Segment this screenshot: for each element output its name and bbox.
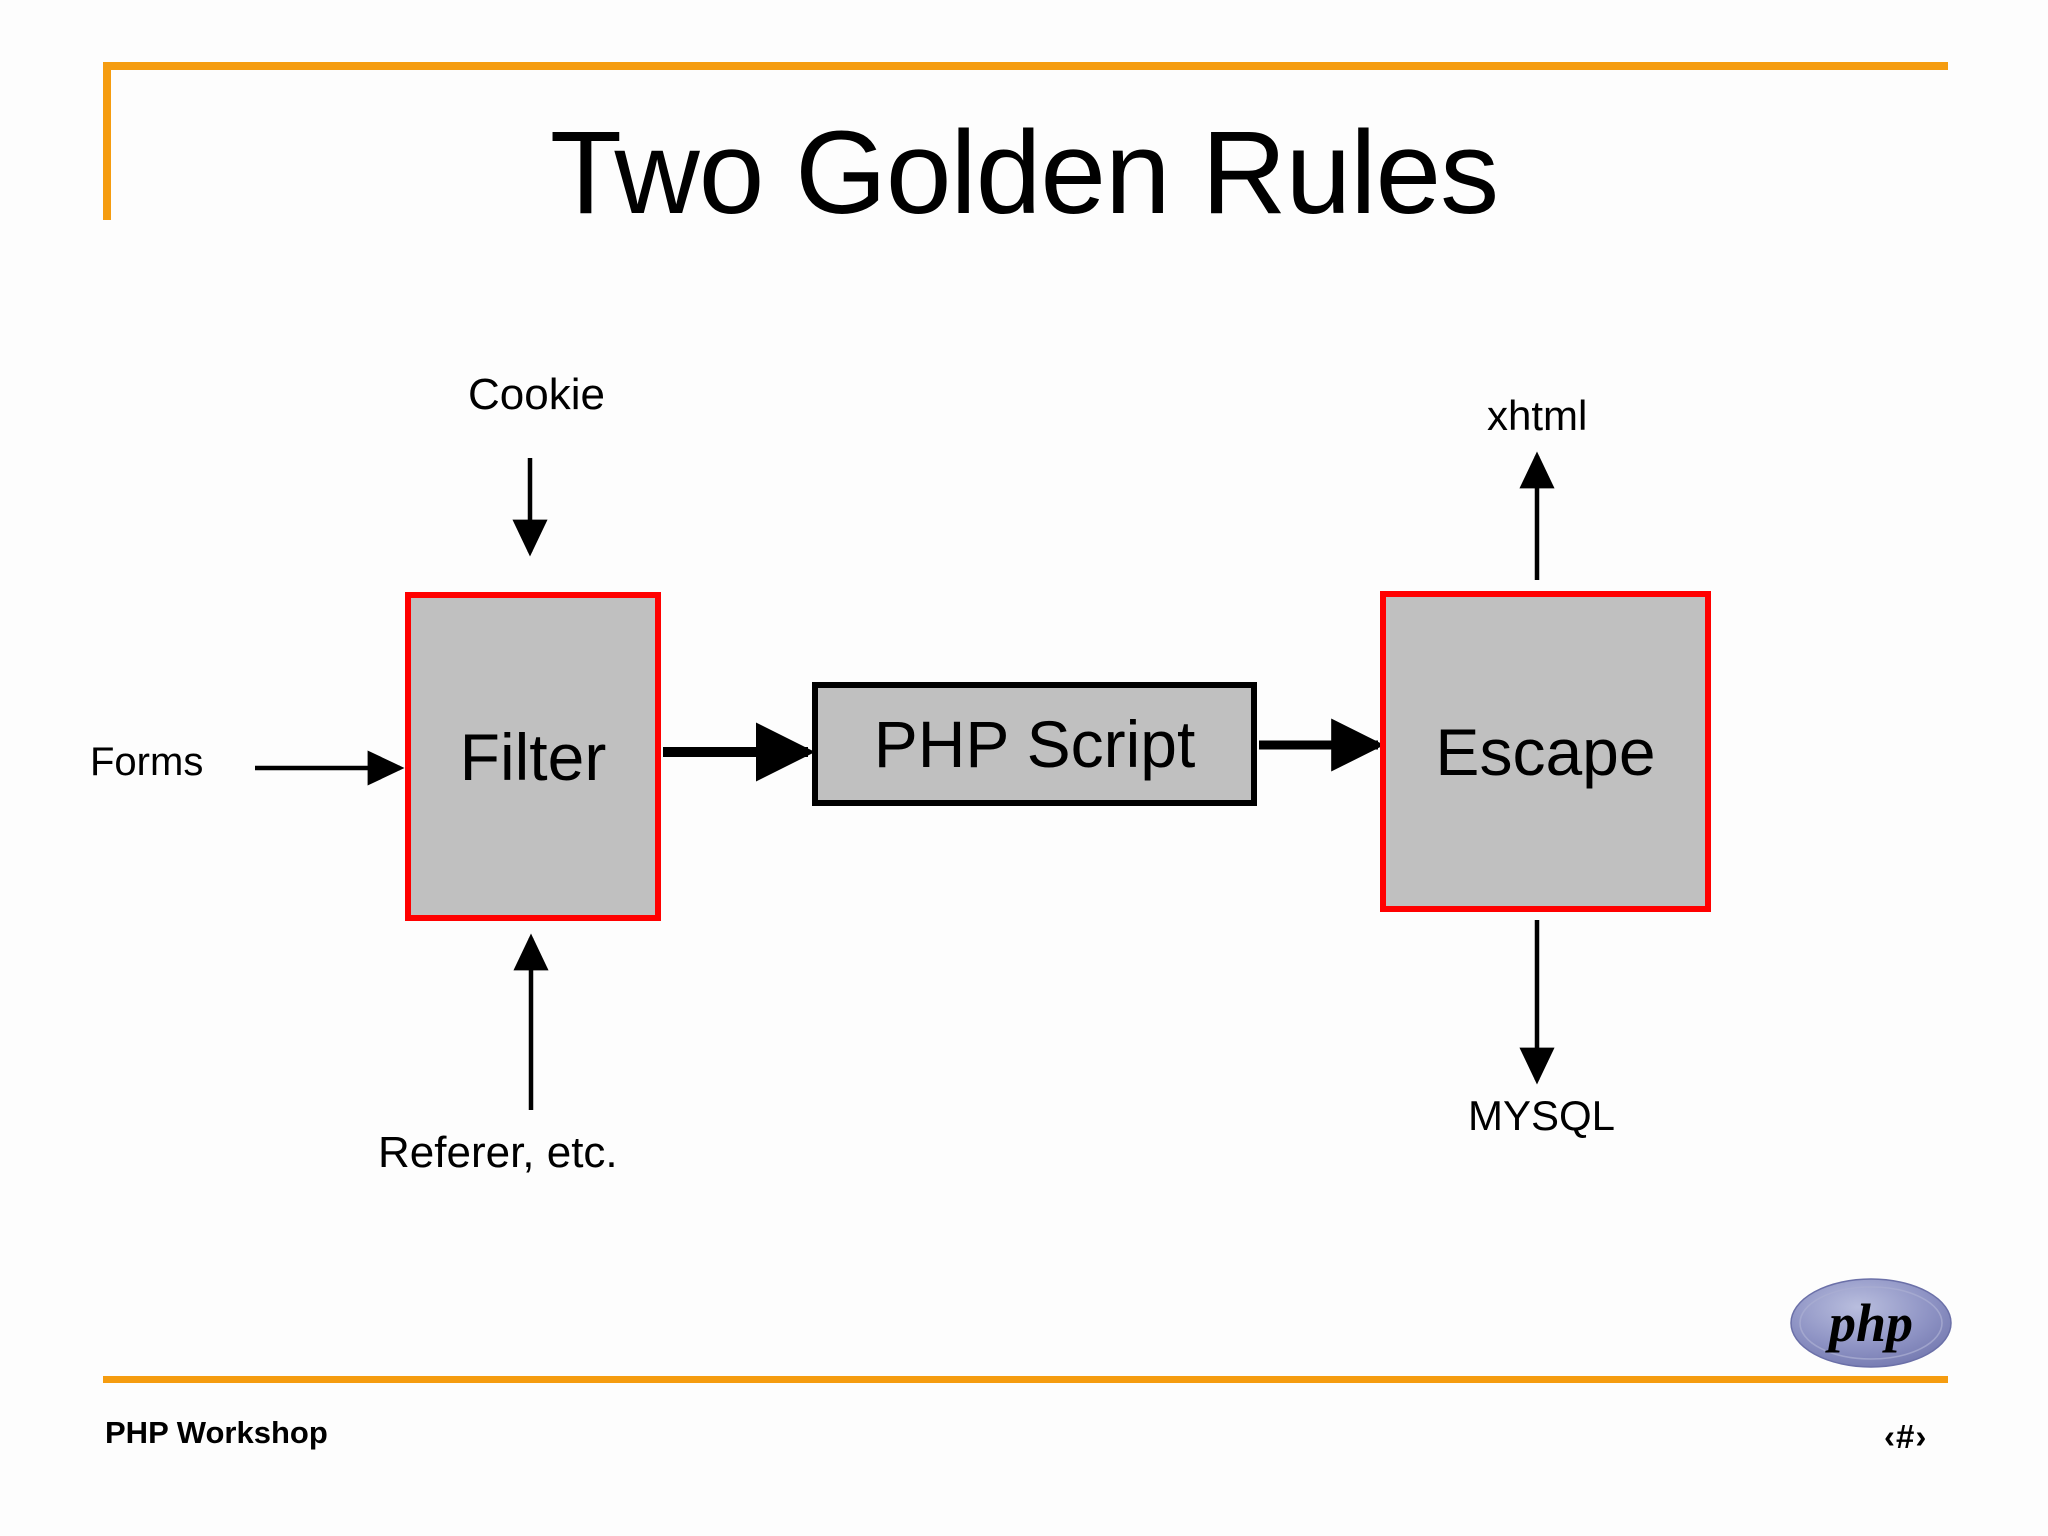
diagram-node-filter-label: Filter <box>459 719 607 794</box>
diagram-output-label-xhtml: xhtml <box>1487 392 1588 439</box>
diagram-node-php-script-label: PHP Script <box>873 707 1196 781</box>
header-accent-line-left <box>103 62 111 220</box>
diagram-node-filter[interactable]: Filter <box>405 592 661 921</box>
page-title: Two Golden Rules <box>549 107 1499 239</box>
slide-number-placeholder: ‹#› <box>1884 1418 1928 1455</box>
php-logo-text: php <box>1825 1293 1913 1353</box>
diagram-node-escape[interactable]: Escape <box>1380 591 1711 912</box>
diagram-node-escape-label: Escape <box>1435 714 1656 789</box>
diagram-node-php-script[interactable]: PHP Script <box>812 682 1257 806</box>
footer-accent-line <box>103 1376 1948 1383</box>
php-logo: php <box>1790 1278 1952 1368</box>
diagram-input-label-referer: Referer, etc. <box>378 1128 618 1177</box>
diagram-output-label-mysql: MYSQL <box>1468 1092 1616 1139</box>
diagram-input-label-cookie: Cookie <box>468 370 605 419</box>
footer-title: PHP Workshop <box>105 1415 328 1450</box>
header-accent-line-top <box>103 62 1948 70</box>
diagram-input-label-forms: Forms <box>90 740 204 784</box>
